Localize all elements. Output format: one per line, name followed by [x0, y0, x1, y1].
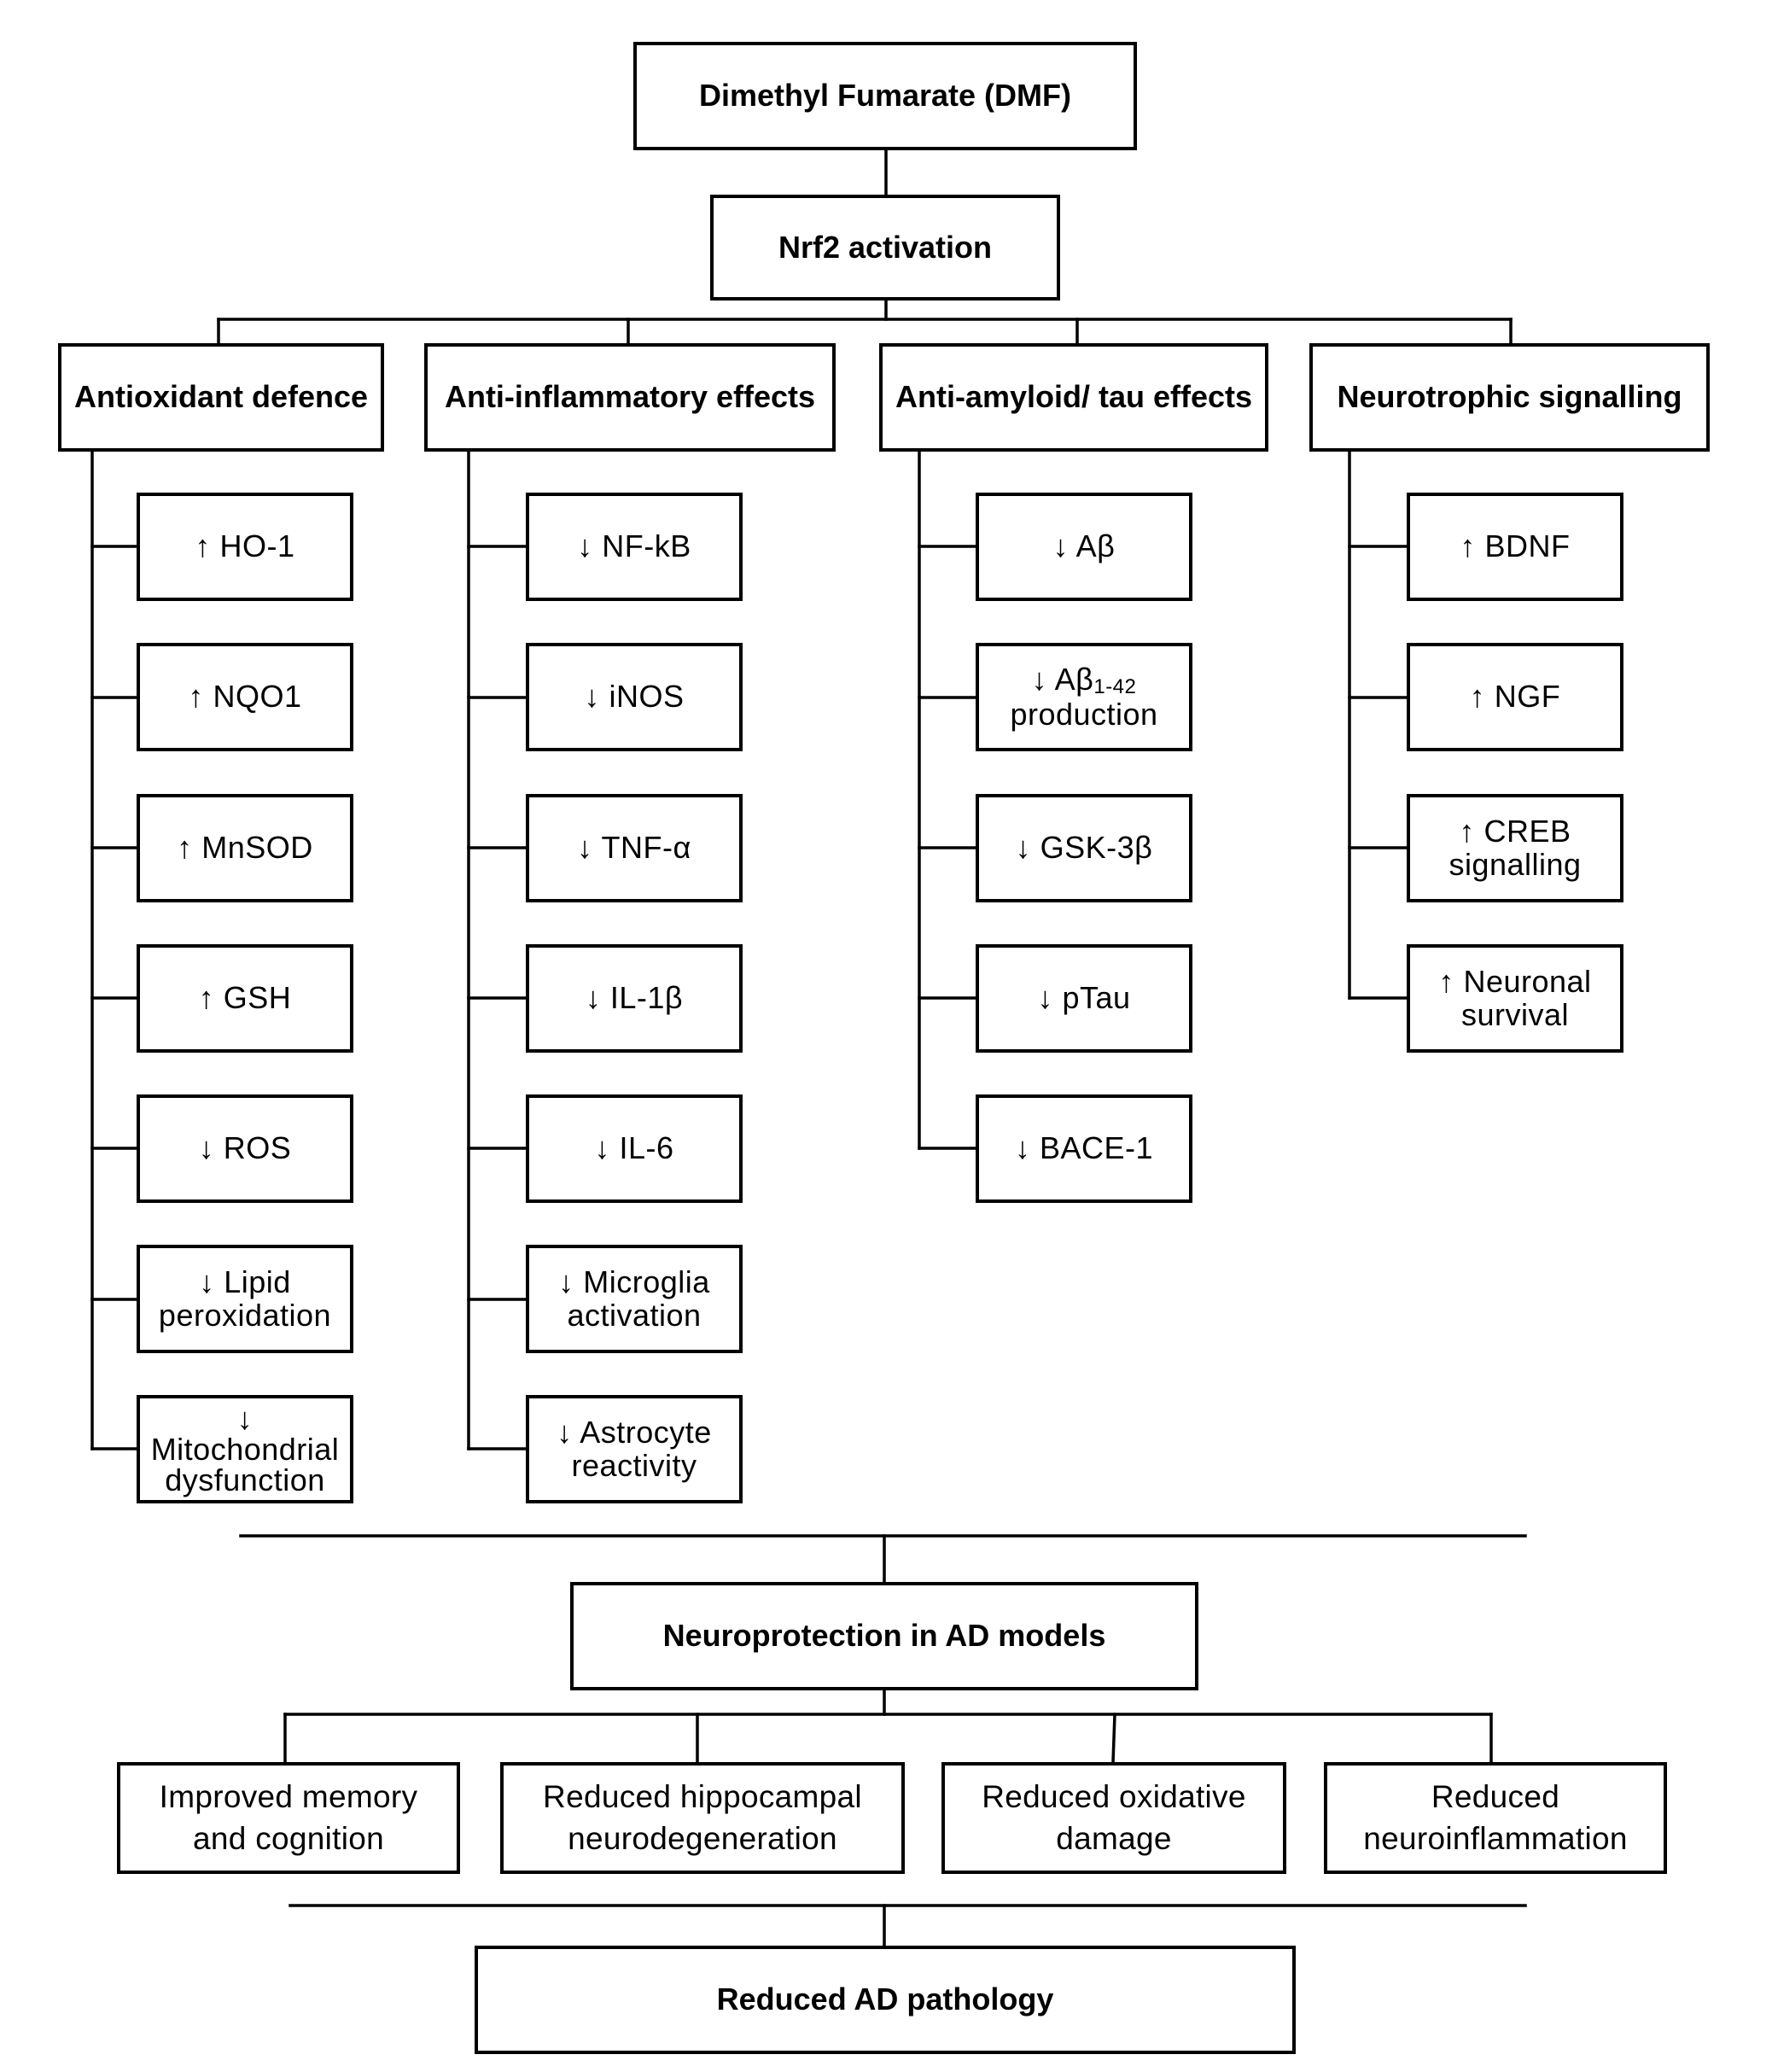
- item-tnf-alpha: ↓ TNF-α: [526, 794, 743, 902]
- outcome-oxidative-line1: Reduced oxidative: [982, 1779, 1246, 1815]
- item-gsh: ↑ GSH: [137, 944, 353, 1053]
- item-tnf-alpha-text: ↓ TNF-α: [577, 830, 691, 866]
- item-ho1-text: ↑ HO-1: [195, 528, 295, 564]
- outcome-memory-line1: Improved memory: [159, 1779, 418, 1815]
- item-nfkb: ↓ NF-kB: [526, 493, 743, 601]
- item-creb-signalling-line2: signalling: [1448, 846, 1582, 882]
- outcome-hippocampal-neurodegeneration: Reduced hippocampal neurodegeneration: [500, 1762, 905, 1874]
- outcome-oxidative-line2: damage: [1056, 1820, 1172, 1856]
- item-abeta-text: ↓ Aβ: [1052, 528, 1116, 564]
- neurotrophic-signalling-label: Neurotrophic signalling: [1337, 379, 1682, 415]
- item-ngf-text: ↑ NGF: [1469, 679, 1561, 715]
- item-nqo1-text: ↑ NQO1: [188, 679, 302, 715]
- item-abeta42-prefix: ↓ Aβ: [1031, 661, 1094, 697]
- outcome-hippocampal-line1: Reduced hippocampal: [543, 1779, 862, 1815]
- antioxidant-defence-box: Antioxidant defence: [58, 343, 384, 452]
- dmf-box: Dimethyl Fumarate (DMF): [633, 42, 1137, 150]
- item-nfkb-text: ↓ NF-kB: [577, 528, 691, 564]
- item-microglia-activation-line2: activation: [567, 1297, 702, 1333]
- item-abeta42-line2: production: [1010, 696, 1158, 732]
- item-mitochondrial-dysfunction-line1: ↓: [236, 1400, 254, 1436]
- item-neuronal-survival-line1: ↑ Neuronal: [1438, 963, 1592, 999]
- item-creb-signalling-line1: ↑ CREB: [1459, 813, 1571, 849]
- outcome-hippocampal-line2: neurodegeneration: [568, 1820, 837, 1856]
- anti-inflammatory-box: Anti-inflammatory effects: [424, 343, 836, 452]
- item-neuronal-survival-line2: survival: [1460, 996, 1570, 1032]
- item-abeta: ↓ Aβ: [976, 493, 1192, 601]
- outcome-memory-cognition: Improved memory and cognition: [117, 1762, 460, 1874]
- neuroprotection-box: Neuroprotection in AD models: [570, 1582, 1198, 1690]
- item-mitochondrial-dysfunction-line2: Mitochondrial: [150, 1431, 340, 1467]
- neuroprotection-label: Neuroprotection in AD models: [662, 1618, 1106, 1654]
- neurotrophic-signalling-box: Neurotrophic signalling: [1309, 343, 1710, 452]
- item-lipid-peroxidation-line1: ↓ Lipid: [199, 1264, 291, 1299]
- antioxidant-defence-label: Antioxidant defence: [73, 379, 369, 415]
- item-ros: ↓ ROS: [137, 1094, 353, 1203]
- item-il1b-text: ↓ IL-1β: [585, 980, 684, 1016]
- outcome-neuroinflammation-line2: neuroinflammation: [1363, 1820, 1628, 1856]
- item-mitochondrial-dysfunction-line3: dysfunction: [165, 1462, 325, 1497]
- item-gsk3b: ↓ GSK-3β: [976, 794, 1192, 902]
- anti-amyloid-tau-box: Anti-amyloid/ tau effects: [879, 343, 1268, 452]
- outcome-memory-line2: and cognition: [192, 1820, 385, 1856]
- item-il6: ↓ IL-6: [526, 1094, 743, 1203]
- nrf2-label: Nrf2 activation: [778, 229, 993, 265]
- outcome-neuroinflammation: Reduced neuroinflammation: [1324, 1762, 1667, 1874]
- item-inos: ↓ iNOS: [526, 643, 743, 751]
- reduced-ad-pathology-box: Reduced AD pathology: [475, 1946, 1296, 2054]
- outcome-neuroinflammation-line1: Reduced: [1431, 1779, 1560, 1815]
- item-astrocyte-reactivity-line2: reactivity: [571, 1447, 697, 1483]
- item-microglia-activation-line1: ↓ Microglia: [558, 1264, 710, 1299]
- item-bdnf: ↑ BDNF: [1407, 493, 1623, 601]
- item-ptau: ↓ pTau: [976, 944, 1192, 1053]
- item-abeta42-subscript: 1-42: [1093, 674, 1137, 698]
- item-mnsod: ↑ MnSOD: [137, 794, 353, 902]
- item-bace1-text: ↓ BACE-1: [1014, 1130, 1154, 1166]
- item-ptau-text: ↓ pTau: [1037, 980, 1131, 1016]
- item-gsh-text: ↑ GSH: [198, 980, 292, 1016]
- item-ros-text: ↓ ROS: [198, 1130, 292, 1166]
- item-il6-text: ↓ IL-6: [594, 1130, 674, 1166]
- item-bace1: ↓ BACE-1: [976, 1094, 1192, 1203]
- item-gsk3b-text: ↓ GSK-3β: [1015, 830, 1153, 866]
- item-mnsod-text: ↑ MnSOD: [177, 830, 313, 866]
- anti-amyloid-tau-label: Anti-amyloid/ tau effects: [895, 379, 1253, 415]
- outcome-oxidative-damage: Reduced oxidative damage: [941, 1762, 1286, 1874]
- item-bdnf-text: ↑ BDNF: [1460, 528, 1571, 564]
- item-astrocyte-reactivity-line1: ↓ Astrocyte: [557, 1414, 712, 1450]
- dmf-label: Dimethyl Fumarate (DMF): [698, 78, 1072, 114]
- item-il1b: ↓ IL-1β: [526, 944, 743, 1053]
- anti-inflammatory-label: Anti-inflammatory effects: [444, 379, 816, 415]
- reduced-ad-pathology-label: Reduced AD pathology: [716, 1982, 1054, 2017]
- item-lipid-peroxidation-line2: peroxidation: [158, 1297, 332, 1333]
- item-ho1: ↑ HO-1: [137, 493, 353, 601]
- item-nqo1: ↑ NQO1: [137, 643, 353, 751]
- item-ngf: ↑ NGF: [1407, 643, 1623, 751]
- item-abeta42-line1: ↓ Aβ1-42: [1031, 661, 1137, 698]
- nrf2-box: Nrf2 activation: [710, 195, 1060, 301]
- item-inos-text: ↓ iNOS: [584, 679, 685, 715]
